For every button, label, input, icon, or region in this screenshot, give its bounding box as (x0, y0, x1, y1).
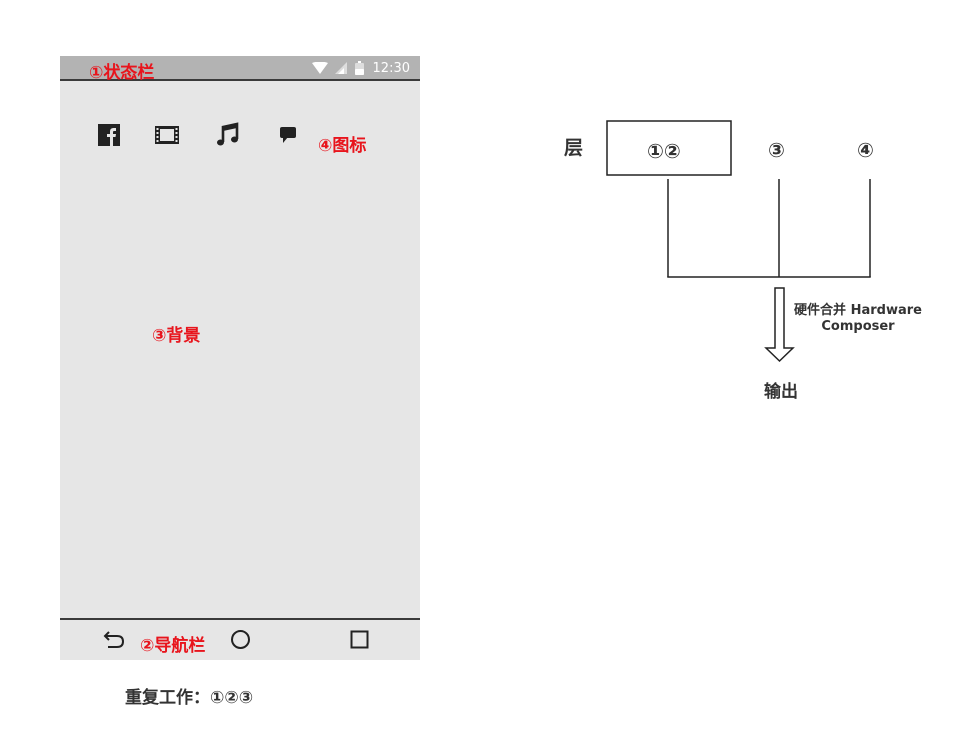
icons-label: ④图标 (318, 136, 367, 156)
signal-icon (334, 62, 347, 74)
battery-icon (354, 61, 364, 75)
layer-4-label: ④ (857, 138, 874, 162)
diagram-lines (606, 120, 871, 363)
facebook-icon[interactable] (96, 122, 122, 148)
status-bar: ①状态栏 12:30 (60, 56, 420, 83)
layer-3-label: ③ (768, 138, 785, 162)
repeat-work-text: 重复工作：①②③ (125, 688, 254, 708)
wifi-icon (311, 62, 328, 74)
nav-bar-label: ②导航栏 (140, 636, 206, 656)
status-icons: 12:30 (311, 59, 410, 77)
output-label: 输出 (764, 382, 798, 402)
nav-bar: ②导航栏 (60, 618, 420, 660)
hwc-label: 硬件合并 Hardware Composer (788, 303, 928, 335)
layer-label: 层 (564, 137, 584, 159)
chat-icon[interactable] (276, 122, 302, 148)
hwc-label-line2: Composer (821, 319, 895, 334)
status-bar-label: ①状态栏 (89, 63, 155, 83)
back-icon[interactable] (102, 629, 126, 649)
composition-diagram: 层 ①② ③ ④ 硬件合并 Hardware Composer 输出 (540, 100, 960, 420)
layer-box (606, 120, 732, 176)
music-icon[interactable] (215, 122, 241, 148)
recent-apps-icon[interactable] (350, 630, 369, 649)
status-time: 12:30 (372, 60, 410, 76)
output-arrow (764, 287, 795, 363)
hwc-label-line1: 硬件合并 Hardware (794, 303, 922, 318)
home-icon[interactable] (230, 629, 251, 650)
film-icon[interactable] (154, 122, 180, 148)
box-label: ①② (647, 139, 681, 163)
background-label: ③背景 (152, 326, 201, 346)
phone-mockup: ①状态栏 12:30 (60, 56, 420, 660)
